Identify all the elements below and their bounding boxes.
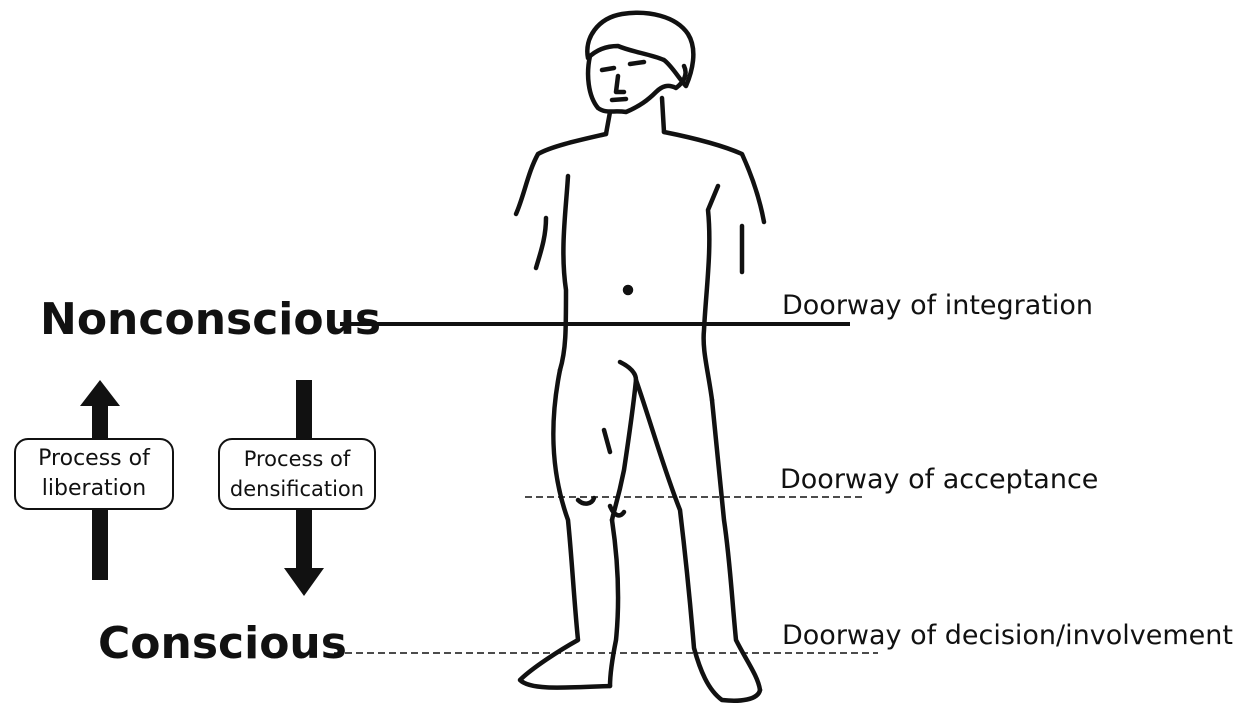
process-liberation-box: Process of liberation (14, 438, 174, 510)
doorway-integration-label: Doorway of integration (782, 292, 1093, 319)
left-torso (560, 176, 568, 370)
doorway-acceptance-label: Doorway of acceptance (780, 466, 1098, 493)
process-liberation-line2: liberation (16, 474, 172, 504)
process-densification-box: Process of densification (218, 438, 376, 510)
doorway-decision-label: Doorway of decision/involvement (782, 622, 1233, 649)
left-arm-lower (536, 218, 546, 268)
left-shoulder-arm (516, 134, 606, 214)
navel (625, 287, 631, 293)
neck-outline (606, 98, 664, 134)
process-densification-line1: Process of (220, 444, 374, 474)
left-leg-inner (610, 520, 618, 686)
face-features (602, 62, 644, 100)
process-liberation-line1: Process of (16, 444, 172, 474)
right-torso (704, 186, 718, 400)
left-leg-outer (520, 370, 610, 688)
hair-outline (587, 13, 693, 86)
right-shoulder-arm (664, 132, 764, 222)
nonconscious-label: Nonconscious (40, 298, 381, 342)
process-densification-line2: densification (220, 474, 374, 504)
human-figure-illustration (516, 13, 764, 701)
conscious-label: Conscious (98, 622, 347, 666)
right-leg-outer (712, 400, 760, 690)
